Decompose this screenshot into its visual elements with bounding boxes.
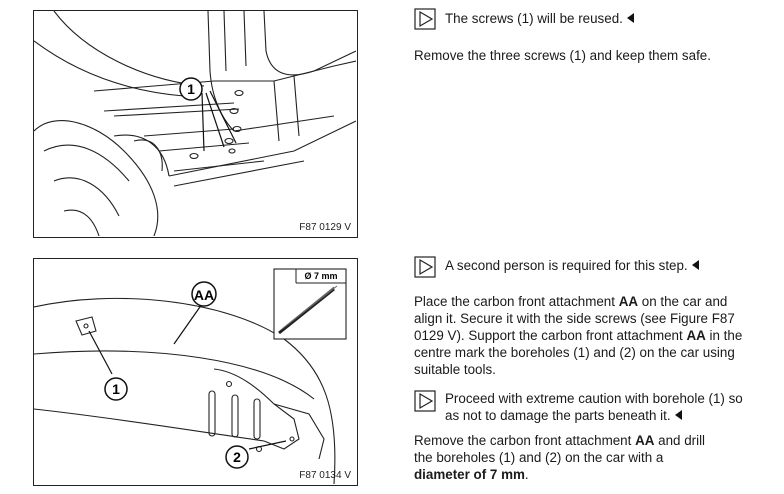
- note-text: Proceed with extreme caution with boreho…: [445, 391, 743, 423]
- callout-1: 1: [187, 81, 195, 97]
- front-attachment-illustration: Ø 7 mm AA 1 2: [34, 268, 347, 484]
- play-triangle-box-icon: [414, 390, 436, 412]
- step-remove-screws: Remove the three screws (1) and keep the…: [414, 48, 711, 63]
- figure-f87-0134: Ø 7 mm AA 1 2 F87 0134 V: [33, 258, 358, 486]
- left-triangle-end-icon: [691, 260, 699, 271]
- left-triangle-end-icon: [626, 13, 634, 24]
- callout-aa: AA: [194, 287, 214, 303]
- callout-2: 2: [233, 449, 241, 465]
- screw-location-illustration: 1: [34, 11, 356, 236]
- step-place-attachment: Place the carbon front attachment AA on …: [414, 294, 743, 377]
- figure-ref: F87 0134 V: [299, 470, 351, 481]
- play-triangle-box-icon: [414, 8, 436, 30]
- left-triangle-end-icon: [674, 410, 682, 421]
- drill-diameter-label: Ø 7 mm: [304, 271, 337, 281]
- callout-1-circle: [179, 77, 203, 101]
- drill-bit-inset: [273, 268, 347, 340]
- step-drill-boreholes: Remove the carbon front attachment AA an…: [414, 433, 706, 482]
- note-text: A second person is required for this ste…: [445, 258, 688, 273]
- figure-ref: F87 0129 V: [299, 222, 351, 233]
- play-triangle-box-icon: [414, 256, 436, 278]
- note-text: The screws (1) will be reused.: [445, 11, 623, 26]
- figure-f87-0129: 1 F87 0129 V: [33, 10, 358, 238]
- callout-1: 1: [112, 381, 120, 397]
